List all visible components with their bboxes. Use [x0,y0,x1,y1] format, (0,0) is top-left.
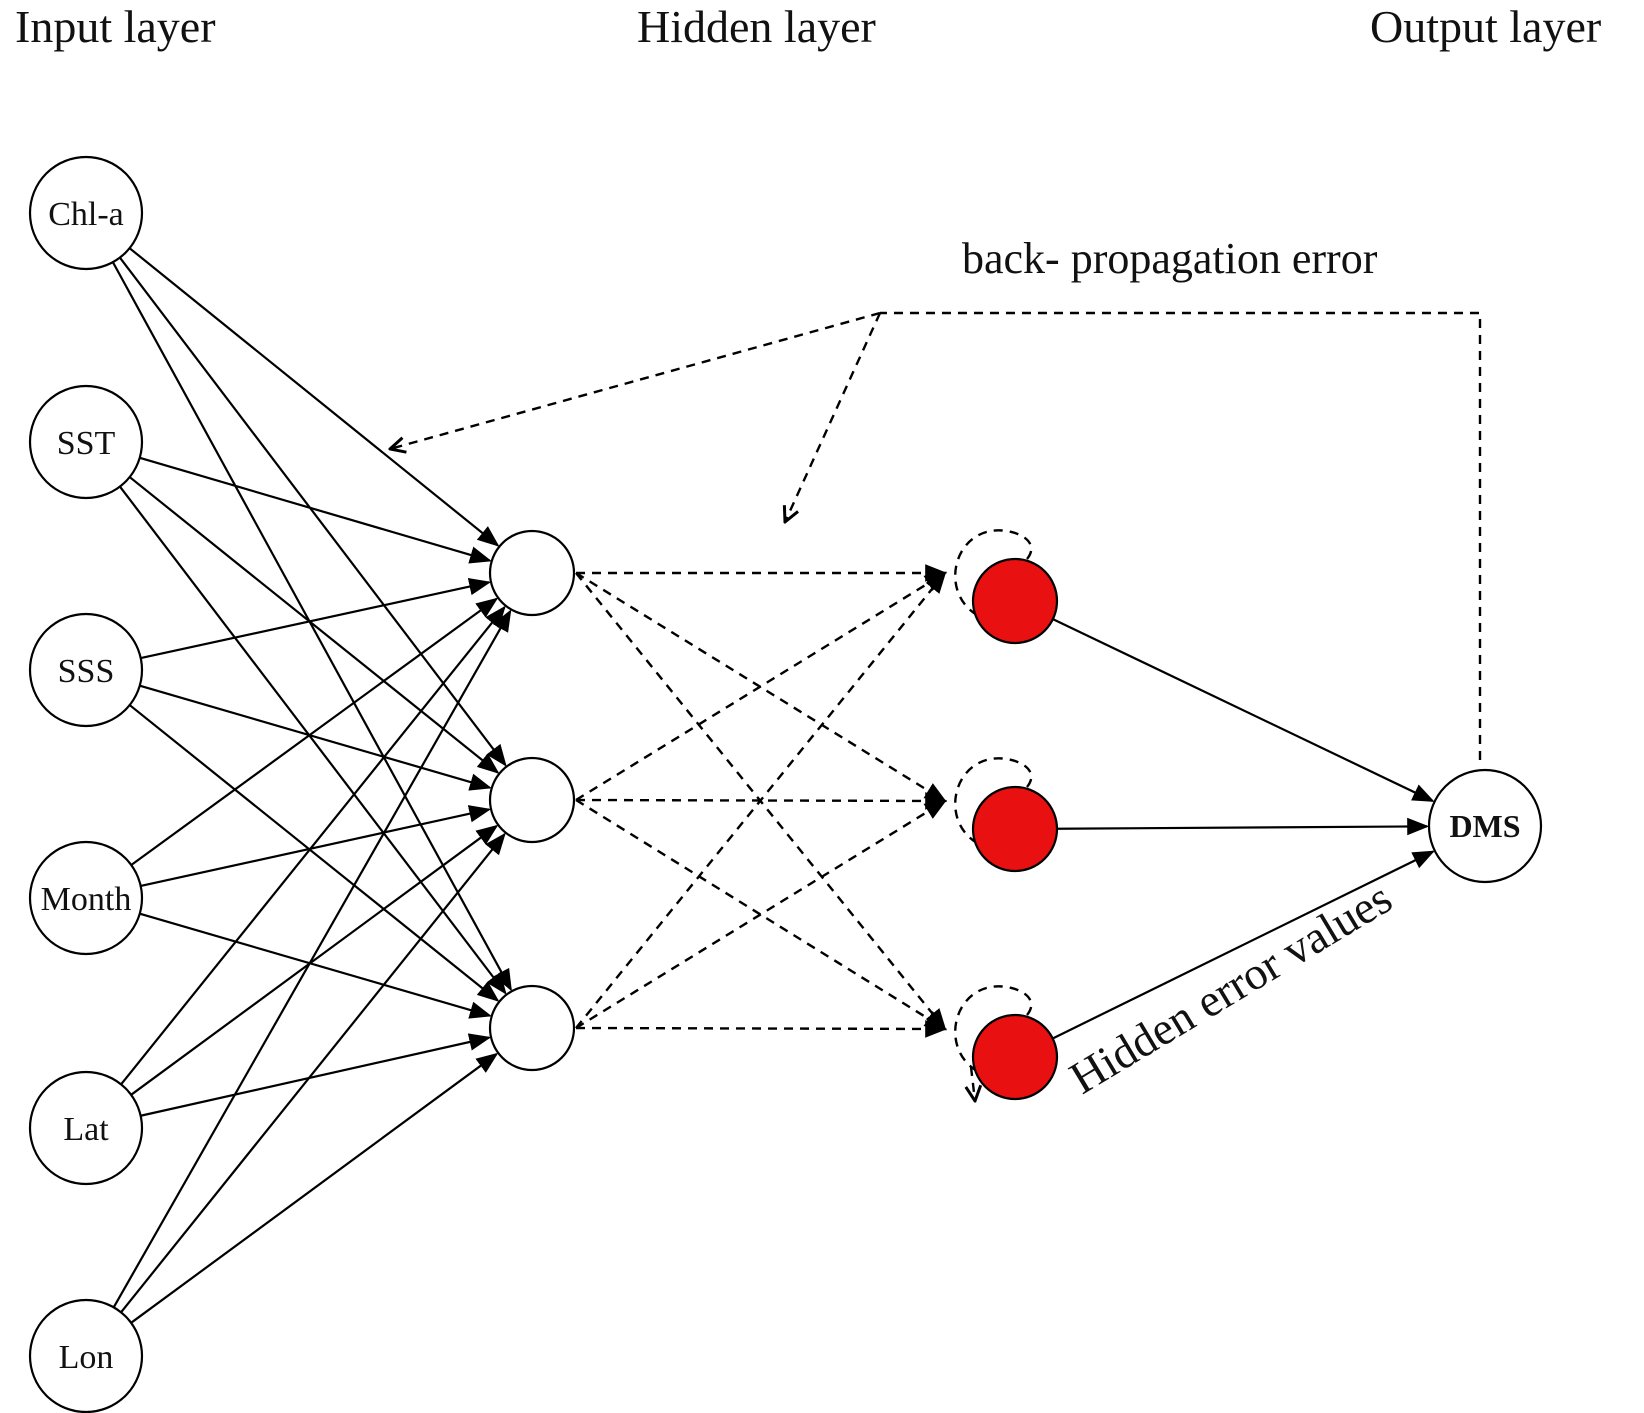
edge-hidden1-1-to-hidden2-2 [575,798,947,1031]
input-node-4: Lat [28,1070,144,1186]
input-node-circle [28,155,144,271]
input-node-5: Lon [28,1298,144,1413]
backprop-arrow-to-hidden [785,312,882,522]
hidden-layer-title: Hidden layer [637,1,876,52]
edge-input-3-to-hidden-1 [140,805,492,888]
input-node-label: Lon [59,1339,114,1376]
output-layer-title: Output layer [1370,1,1601,52]
input-node-circle [28,384,144,500]
hidden-to-output-edges [1052,618,1435,1040]
edge-input-4-to-hidden-1 [130,824,499,1096]
input-node-0: Chl-a [28,155,144,271]
edge-input-1-to-hidden-2 [119,485,507,995]
recurrent-self-loops [954,529,1033,1101]
output-node-circle [1427,768,1543,884]
output-node-label: DMS [1449,808,1520,844]
input-node-3: Month [28,840,144,956]
edge-input-4-to-hidden-2 [140,1033,492,1117]
edge-input-3-to-hidden-2 [139,912,492,1019]
input-layer-title: Input layer [15,1,216,52]
input-node-circle [28,840,144,956]
input-node-label: Chl-a [48,196,124,233]
edge-hidden2-2-to-output [1052,850,1435,1040]
input-node-2: SSS [28,612,144,728]
edge-input-2-to-hidden-1 [139,684,492,791]
edge-input-1-to-hidden-1 [128,476,500,774]
input-node-label: SSS [58,653,115,690]
input-node-label: SST [57,425,116,462]
edge-input-4-to-hidden-0 [120,605,506,1086]
edge-input-0-to-hidden-2 [111,261,512,992]
edge-input-3-to-hidden-0 [130,597,499,866]
edge-hidden1-1-to-hidden2-0 [575,571,947,802]
backprop-arrow-to-input [390,311,881,449]
edge-input-2-to-hidden-2 [128,704,500,1002]
hidden1-node-1 [488,756,576,844]
edge-hidden2-0-to-output [1052,618,1435,802]
input-node-1: SST [28,384,144,500]
hidden2-node-0 [971,557,1059,645]
edge-input-2-to-hidden-0 [140,577,492,660]
hidden-error-annotation: Hidden error values [1061,872,1400,1104]
edge-hidden1-2-to-hidden2-0 [575,571,947,1029]
backprop-annotation: back- propagation error [962,234,1378,283]
input-node-circle [28,612,144,728]
input-node-label: Lat [63,1111,109,1148]
input-node-circle [28,1298,144,1413]
hidden2-node-1 [971,785,1059,873]
edge-input-0-to-hidden-0 [128,247,500,547]
backprop-path [390,311,1482,760]
backprop-line [880,311,1482,760]
edge-hidden1-2-to-hidden2-1 [575,799,947,1030]
hidden-to-hidden-dashed-edges [575,564,948,1038]
output-node: DMS [1427,768,1543,884]
hidden1-node-0 [488,529,576,617]
input-node-circle [28,1070,144,1186]
edge-input-0-to-hidden-1 [119,256,507,767]
edge-input-5-to-hidden-2 [130,1052,499,1324]
input-to-hidden-edges [111,247,512,1324]
edge-input-1-to-hidden-0 [139,456,492,564]
edge-hidden1-2-to-hidden2-2 [575,1020,948,1038]
edge-hidden2-1-to-output [1056,817,1430,836]
edge-input-5-to-hidden-0 [112,609,512,1308]
edge-input-5-to-hidden-1 [120,832,506,1314]
hidden2-node-2 [971,1013,1059,1101]
input-node-label: Month [41,881,132,918]
hidden-error-loop-arrow [971,1066,975,1101]
hidden1-node-2 [488,984,576,1072]
hidden-layer-1-nodes [488,529,576,1072]
hidden-layer-2-nodes [971,557,1059,1101]
